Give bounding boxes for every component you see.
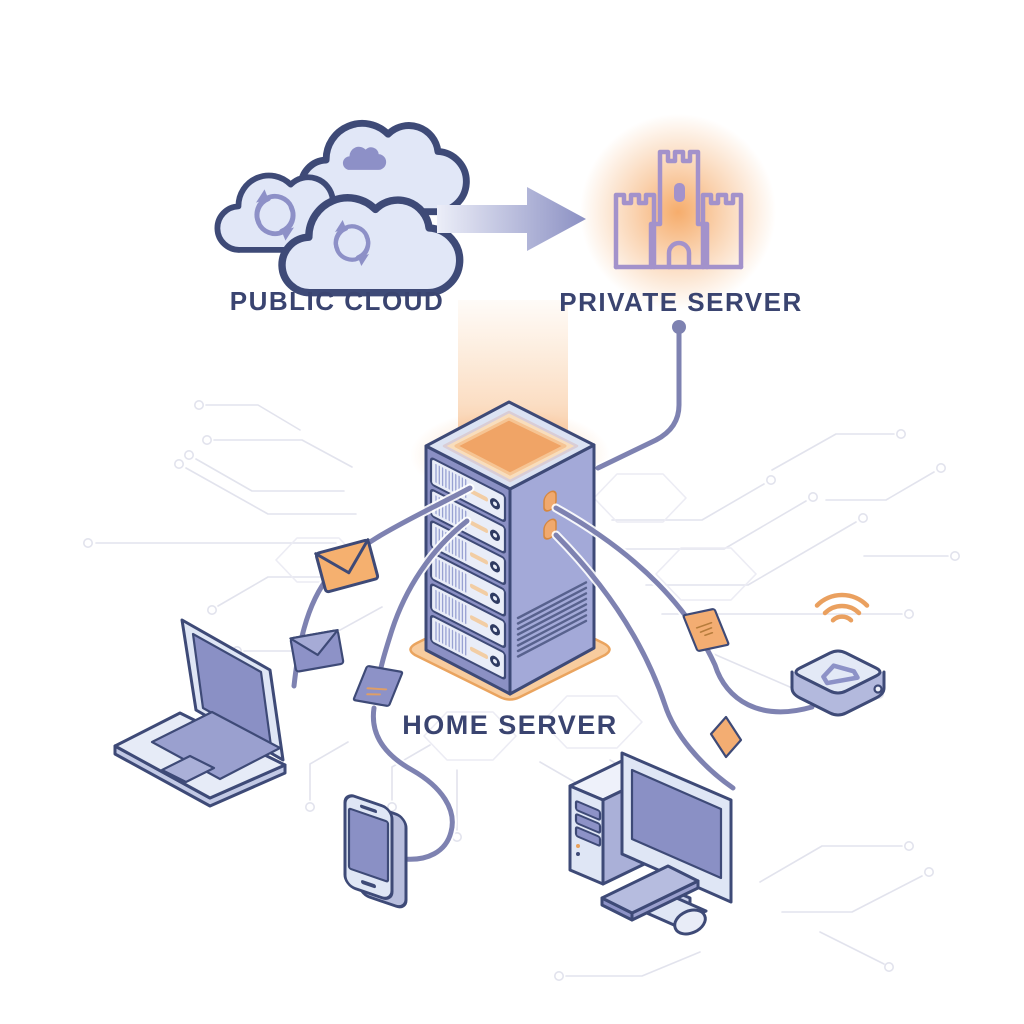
keyboard-top: [600, 864, 700, 915]
card-orange-icon: [682, 608, 730, 652]
laptop-touchpad: [160, 754, 216, 784]
desktop-computer-icon: [568, 751, 733, 936]
router-port: [873, 684, 883, 694]
cable-private-server: [593, 320, 686, 473]
phone-screen: [347, 807, 390, 883]
card-orange-diamond-icon: [709, 715, 743, 759]
tower-led: [576, 844, 580, 848]
private-server-label: PRIVATE SERVER: [559, 287, 803, 317]
castle-gate: [666, 240, 692, 270]
drive-bay: [429, 551, 507, 617]
server-top-opening: [454, 417, 567, 476]
cable-to-desktop: [551, 530, 738, 793]
tower-bays: [574, 800, 602, 847]
card-purple-icon: [352, 665, 404, 707]
envelope-purple-icon: [289, 628, 345, 673]
cable-to-phone: [368, 516, 472, 864]
wifi-signal-icon: [814, 592, 870, 623]
laptop-icon: [113, 618, 287, 808]
castle-icon: [613, 149, 744, 270]
drive-bay: [429, 583, 507, 648]
castle-glow: [580, 114, 776, 310]
phone-home-bar: [361, 880, 376, 889]
right-arrow-icon: [437, 187, 586, 251]
tower-button: [576, 852, 580, 856]
phone-speaker: [360, 804, 377, 814]
drive-bay: [429, 614, 507, 680]
castle-window: [674, 183, 685, 202]
smartphone-icon: [343, 794, 408, 909]
home-server-label: HOME SERVER: [402, 710, 618, 740]
envelope-orange-icon: [314, 538, 380, 594]
public-cloud-label: PUBLIC CLOUD: [230, 286, 444, 316]
server-vents: [516, 581, 588, 658]
router-top: [794, 649, 882, 695]
cable-to-router: [551, 503, 817, 717]
cable-endpoint-dot: [672, 320, 686, 334]
mouse: [673, 908, 707, 936]
home-icon: [818, 663, 857, 683]
wifi-router-icon: [790, 592, 886, 717]
monitor-screen: [630, 768, 723, 880]
